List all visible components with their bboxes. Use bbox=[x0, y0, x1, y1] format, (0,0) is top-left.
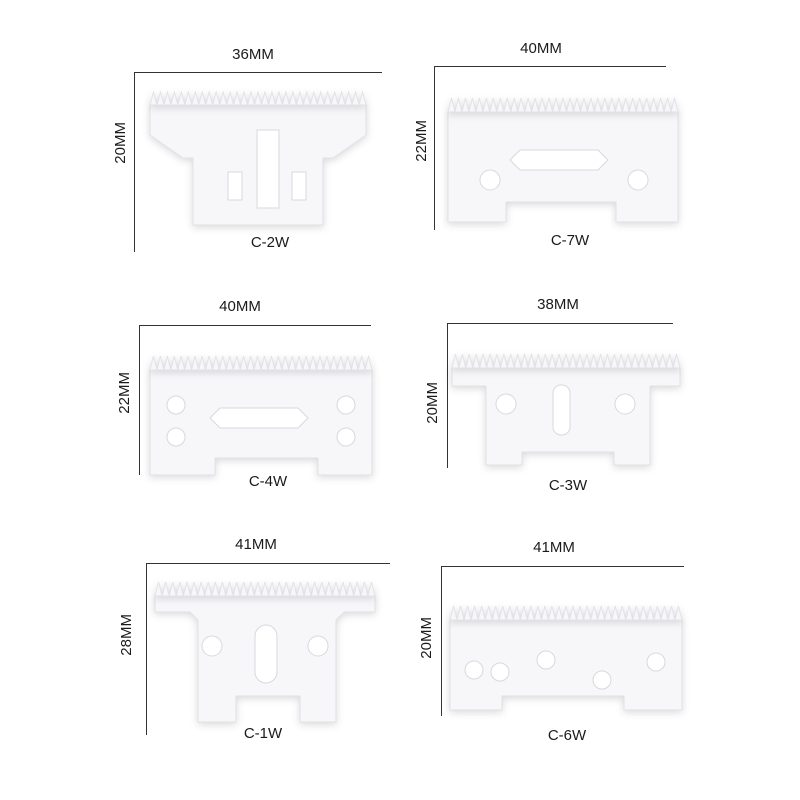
height-dimension-line bbox=[447, 323, 448, 468]
height-dimension-line bbox=[441, 566, 442, 716]
model-code: C-4W bbox=[248, 473, 288, 490]
height-dimension-line bbox=[139, 325, 140, 475]
height-dimension-line bbox=[146, 563, 147, 735]
model-code: C-7W bbox=[550, 232, 590, 249]
width-dimension-line bbox=[134, 72, 382, 73]
width-label: 41MM bbox=[235, 536, 277, 553]
width-label: 40MM bbox=[520, 40, 562, 57]
width-label: 41MM bbox=[533, 539, 575, 556]
model-code: C-1W bbox=[243, 725, 283, 742]
width-dimension-line bbox=[441, 566, 684, 567]
width-label: 36MM bbox=[232, 46, 274, 63]
model-code: C-3W bbox=[548, 477, 588, 494]
width-dimension-line bbox=[434, 66, 666, 67]
width-dimension-line bbox=[139, 325, 371, 326]
model-code: C-2W bbox=[250, 234, 290, 251]
model-code: C-6W bbox=[547, 727, 587, 744]
height-dimension-line bbox=[434, 66, 435, 230]
width-label: 40MM bbox=[219, 298, 261, 315]
height-dimension-line bbox=[134, 72, 135, 252]
width-dimension-line bbox=[146, 563, 390, 564]
width-dimension-line bbox=[447, 323, 673, 324]
width-label: 38MM bbox=[537, 296, 579, 313]
